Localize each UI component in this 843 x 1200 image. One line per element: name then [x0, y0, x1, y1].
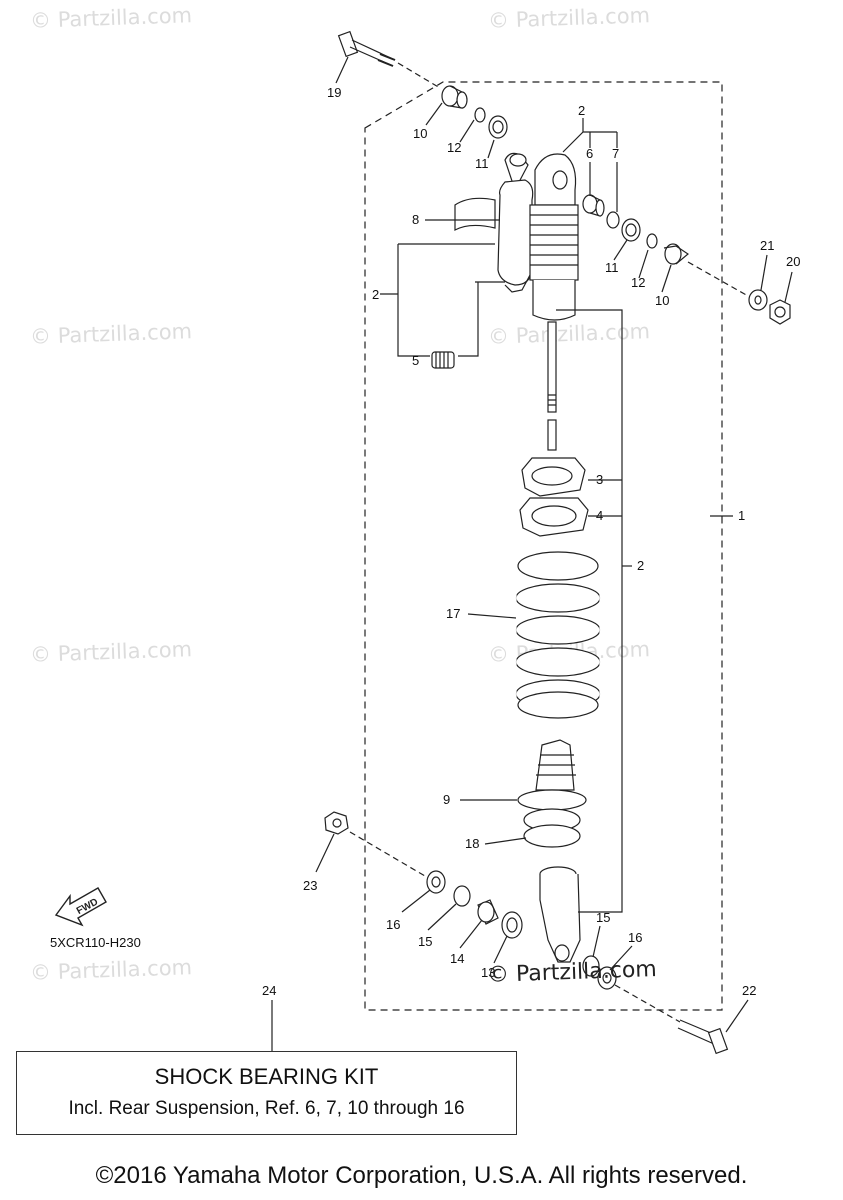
callout-18: 18 — [465, 836, 479, 851]
collar-14 — [477, 899, 499, 925]
callout-3: 3 — [596, 472, 603, 487]
callout-4: 4 — [596, 508, 603, 523]
callout-8: 8 — [412, 212, 419, 227]
nut-20 — [769, 299, 791, 325]
callout-20: 20 — [786, 254, 800, 269]
lower-clevis — [539, 866, 581, 963]
callout-5: 5 — [412, 353, 419, 368]
washer-21 — [748, 289, 768, 311]
collar-10-upper — [441, 85, 468, 109]
callout-10: 10 — [413, 126, 427, 141]
bearing-11-upper — [488, 115, 508, 139]
callout-2: 2 — [578, 103, 585, 118]
adjuster-5 — [431, 351, 455, 369]
callout-21: 21 — [760, 238, 774, 253]
shock-bearing-kit-box: SHOCK BEARING KIT Incl. Rear Suspension,… — [16, 1051, 517, 1135]
shock-body-2 — [529, 153, 579, 413]
callout-2: 2 — [372, 287, 379, 302]
seal-7 — [606, 211, 620, 229]
collar-6 — [582, 194, 605, 217]
callout-17: 17 — [446, 606, 460, 621]
collar-16-right — [597, 966, 617, 990]
callout-24: 24 — [262, 983, 276, 998]
copyright-notice: ©2016 Yamaha Motor Corporation, U.S.A. A… — [95, 1162, 748, 1189]
kit-subtitle: Incl. Rear Suspension, Ref. 6, 7, 10 thr… — [68, 1098, 465, 1119]
locknut-3 — [521, 457, 586, 497]
callout-22: 22 — [742, 983, 756, 998]
callout-13: 13 — [481, 965, 495, 980]
spring-seat-18 — [523, 808, 581, 848]
callout-14: 14 — [450, 951, 464, 966]
callout-16: 16 — [386, 917, 400, 932]
bolt-22 — [677, 1019, 729, 1055]
reservoir-2 — [497, 152, 534, 293]
o-ring-12-upper — [474, 107, 486, 123]
callout-11: 11 — [475, 156, 489, 171]
seal-15-right — [582, 955, 600, 977]
callout-2: 2 — [637, 558, 644, 573]
fwd-arrow-icon: FWD — [54, 887, 107, 927]
bump-stop — [535, 739, 576, 791]
callout-9: 9 — [443, 792, 450, 807]
callout-16: 16 — [628, 930, 642, 945]
spring-guide-9 — [517, 789, 587, 811]
callout-10: 10 — [655, 293, 669, 308]
collar-16-left — [426, 870, 446, 894]
kit-title: SHOCK BEARING KIT — [154, 1064, 379, 1089]
callout-19: 19 — [327, 85, 341, 100]
callout-1: 1 — [738, 508, 745, 523]
collar-10-right — [663, 243, 690, 265]
o-ring-12-right — [646, 233, 658, 249]
callout-12: 12 — [447, 140, 461, 155]
spring-17 — [515, 551, 601, 719]
callout-7: 7 — [612, 146, 619, 161]
seal-15-left — [453, 885, 471, 907]
callout-15: 15 — [418, 934, 432, 949]
bearing-13 — [501, 911, 523, 939]
clip-8 — [454, 197, 496, 231]
callout-11: 11 — [605, 260, 619, 275]
bearing-11-right — [621, 218, 641, 242]
adjusting-nut-4 — [519, 497, 589, 537]
nut-23 — [324, 811, 349, 835]
callout-15: 15 — [596, 910, 610, 925]
diagram-code: 5XCR110-H230 — [50, 935, 141, 950]
callout-6: 6 — [586, 146, 593, 161]
bolt-19 — [337, 30, 441, 89]
callout-12: 12 — [631, 275, 645, 290]
callout-23: 23 — [303, 878, 317, 893]
